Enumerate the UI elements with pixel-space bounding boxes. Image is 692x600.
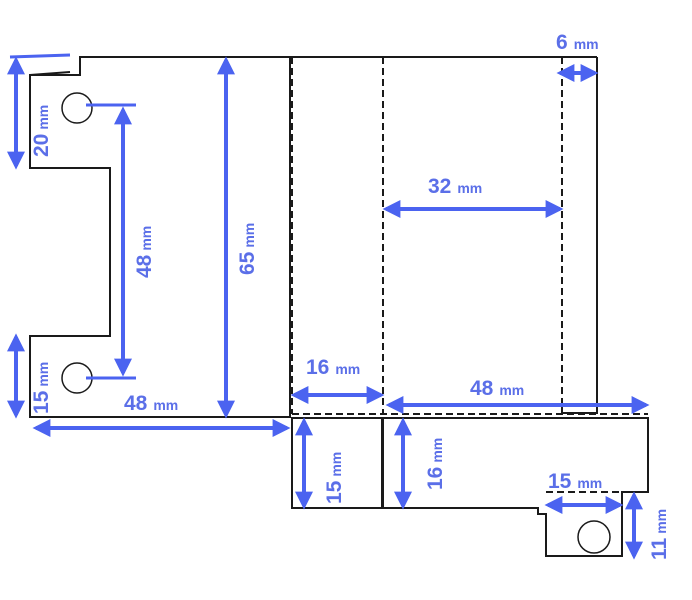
label-ear-height: 11mm: [648, 509, 671, 560]
large-flap: [382, 417, 649, 557]
left-panel-outline: [29, 56, 291, 418]
label-body-height: 65mm: [236, 223, 259, 275]
label-hole-spacing: 48mm: [133, 226, 156, 278]
left-tab-notch: [29, 71, 71, 76]
label-small-flap-height: 15mm: [323, 452, 346, 504]
label-large-flap-height: 16mm: [424, 438, 447, 490]
dimension-lines: [7, 53, 650, 560]
ear-hole: [577, 520, 611, 554]
left-corner-tick: [9, 53, 71, 59]
label-lower-tab-height: 15mm: [30, 362, 53, 414]
top-hole: [61, 92, 93, 124]
label-left-tab-height: 20mm: [30, 105, 53, 157]
